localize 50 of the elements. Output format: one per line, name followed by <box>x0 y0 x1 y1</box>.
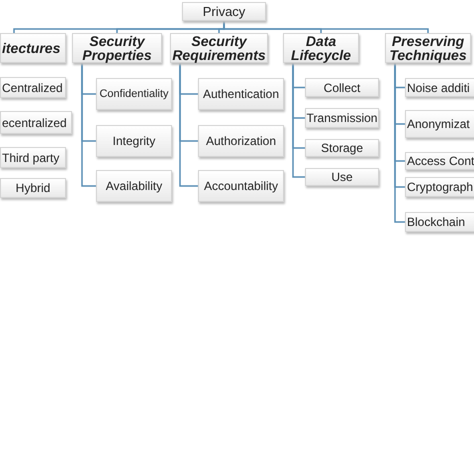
node-label: Blockchain <box>407 215 466 229</box>
item-box <box>305 168 379 186</box>
category-box <box>0 33 66 63</box>
node-label: Third party <box>2 150 60 164</box>
node-label: Accountability <box>204 179 278 193</box>
item-box <box>305 139 379 157</box>
node-label: Authorization <box>206 134 276 148</box>
item-box <box>405 110 474 138</box>
connector-line <box>394 63 405 223</box>
item-box <box>405 78 474 97</box>
root-box <box>182 2 266 21</box>
connector-line <box>179 63 198 187</box>
node-label: Storage <box>320 141 364 155</box>
item-box <box>198 125 284 157</box>
node-label: Use <box>331 170 353 184</box>
node-label: Noise additi <box>407 80 470 94</box>
node-label: Collect <box>324 80 360 94</box>
node-label: Security Requirements <box>171 34 267 62</box>
node-label: Access Cont <box>407 154 474 168</box>
connector-line <box>292 63 305 178</box>
item-box <box>0 178 66 198</box>
node-label: Integrity <box>112 134 156 148</box>
node-label: itectures <box>2 41 60 55</box>
item-box <box>305 78 379 97</box>
node-label: Transmission <box>306 111 378 125</box>
node-label: Authentication <box>202 87 280 101</box>
node-label: Preserving Techniques <box>388 34 468 62</box>
node-label: Availability <box>106 179 162 193</box>
connector-line <box>223 21 429 33</box>
node-label: Hybrid <box>16 181 50 195</box>
category-box <box>283 33 359 63</box>
item-box <box>0 111 72 134</box>
node-label: Cryptograph <box>407 180 474 194</box>
item-box <box>96 170 172 202</box>
node-label: Anonymizat <box>407 117 470 131</box>
item-box <box>0 77 66 98</box>
node-label: Security Properties <box>81 34 153 62</box>
item-box <box>405 212 474 232</box>
item-box <box>96 125 172 157</box>
item-box <box>96 78 172 110</box>
node-label: Centralized <box>2 80 63 94</box>
node-label: Confidentiality <box>99 88 169 100</box>
item-box <box>198 170 284 202</box>
connector-line <box>81 63 96 187</box>
node-label: ecentralized <box>2 116 67 130</box>
item-box <box>198 78 284 110</box>
item-box <box>0 147 66 168</box>
node-label: Data Lifecycle <box>290 34 352 62</box>
node-label: Privacy <box>202 4 246 19</box>
category-box <box>72 33 162 63</box>
